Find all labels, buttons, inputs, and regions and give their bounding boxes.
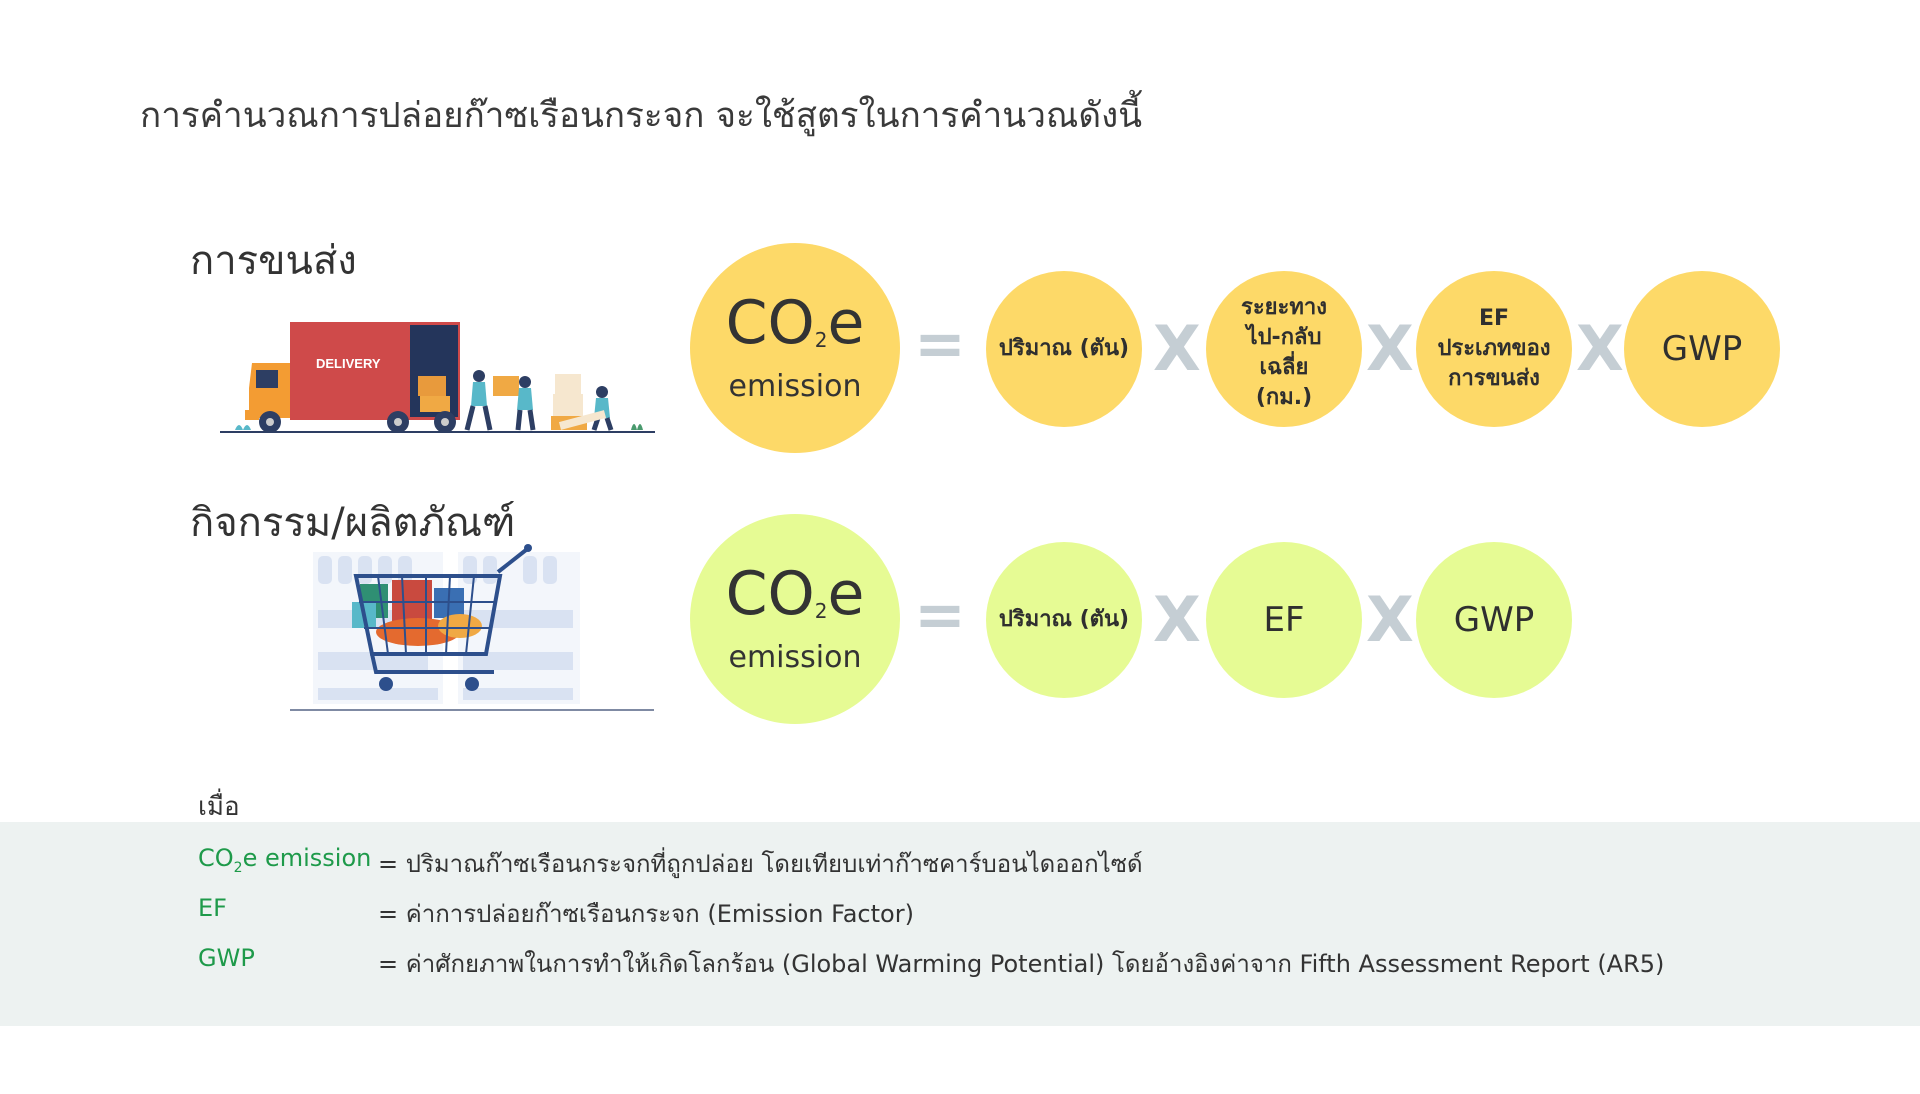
quantity-tons-circle: ปริมาณ (ตัน): [986, 271, 1142, 427]
definition-term: GWP: [198, 944, 255, 972]
page-heading: การคำนวณการปล่อยก๊าซเรือนกระจก จะใช้สูตร…: [140, 96, 1143, 136]
definitions-panel: CO2e emission = ปริมาณก๊าซเรือนกระจกที่ถ…: [0, 822, 1920, 1026]
distance-circle: ระยะทาง ไป-กลับ เฉลี่ย (กม.): [1206, 271, 1362, 427]
distance-label: ระยะทาง ไป-กลับ เฉลี่ย (กม.): [1241, 295, 1327, 410]
ef-transport-type-circle: EF ประเภทของ การขนส่ง: [1416, 271, 1572, 427]
activity-product-label: กิจกรรม/ผลิตภัณฑ์: [190, 500, 516, 546]
gwp-label: GWP: [1453, 600, 1535, 640]
equals-sign: =: [914, 307, 966, 380]
emission-caption: emission: [728, 639, 862, 675]
quantity-tons-label: ปริมาณ (ตัน): [998, 336, 1130, 361]
emission-caption: emission: [728, 368, 862, 404]
co2e-formula-text: CO2e: [725, 287, 865, 358]
co2e-emission-circle-transport: CO2e emission: [690, 243, 900, 453]
definition-term: CO2e emission: [198, 844, 372, 876]
co2e-formula-text: CO2e: [725, 558, 865, 629]
multiply-sign: X: [1366, 583, 1414, 656]
gwp-circle-transport: GWP: [1624, 271, 1780, 427]
quantity-tons-label: ปริมาณ (ตัน): [998, 607, 1130, 632]
multiply-sign: X: [1366, 312, 1414, 385]
multiply-sign: X: [1153, 312, 1201, 385]
gwp-label: GWP: [1661, 329, 1743, 369]
truck-delivery-text: DELIVERY: [316, 356, 381, 371]
when-label: เมื่อ: [198, 792, 240, 822]
definition-description: = ค่าการปล่อยก๊าซเรือนกระจก (Emission Fa…: [378, 900, 914, 928]
co2e-emission-circle-activity: CO2e emission: [690, 514, 900, 724]
transport-label: การขนส่ง: [190, 238, 357, 284]
definition-description: = ค่าศักยภาพในการทำให้เกิดโลกร้อน (Globa…: [378, 950, 1665, 978]
quantity-tons-circle-activity: ปริมาณ (ตัน): [986, 542, 1142, 698]
equals-sign: =: [914, 578, 966, 651]
ef-transport-type-label: EF ประเภทของ การขนส่ง: [1437, 306, 1551, 391]
multiply-sign: X: [1576, 312, 1624, 385]
delivery-truck-illustration: DELIVERY: [220, 322, 655, 433]
ef-label: EF: [1263, 600, 1305, 640]
ef-circle-activity: EF: [1206, 542, 1362, 698]
shopping-cart-illustration: [290, 544, 654, 711]
definition-term: EF: [198, 894, 227, 922]
multiply-sign: X: [1153, 583, 1201, 656]
definition-description: = ปริมาณก๊าซเรือนกระจกที่ถูกปล่อย โดยเที…: [378, 850, 1143, 878]
gwp-circle-activity: GWP: [1416, 542, 1572, 698]
